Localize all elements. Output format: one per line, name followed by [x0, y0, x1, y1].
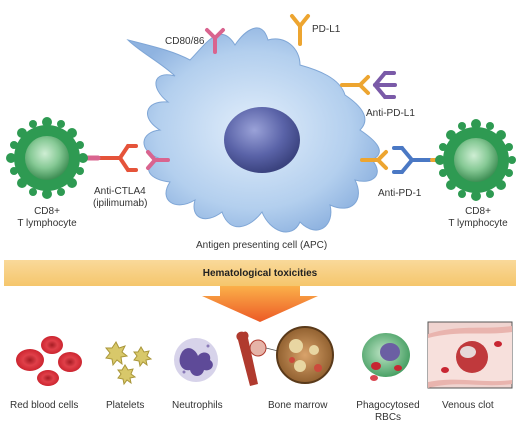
phagocytosed-rbcs-icon — [362, 333, 410, 381]
left-tcell-line2: T lymphocyte — [17, 218, 77, 229]
cd80-86-receptor — [205, 28, 225, 54]
platelets-label: Platelets — [106, 400, 145, 411]
anti-pd-l1-label: Anti-PD-L1 — [366, 108, 415, 119]
venous-clot-label: Venous clot — [442, 400, 494, 411]
cd80-86-label: CD80/86 — [165, 36, 205, 47]
venous-clot-icon — [427, 321, 513, 389]
anti-ctla4-sub-label: (ipilimumab) — [93, 198, 148, 209]
bone-marrow-icon — [236, 326, 334, 386]
cd80-86-receptor-left — [146, 150, 170, 170]
anti-ctla4-antibody — [98, 144, 138, 172]
down-arrow-icon — [202, 286, 318, 322]
platelets-icon — [104, 341, 153, 386]
neutrophils-label: Neutrophils — [172, 400, 223, 411]
rbc-label: Red blood cells — [10, 400, 79, 411]
pd-l1-label: PD-L1 — [312, 24, 341, 35]
anti-ctla4-label: Anti-CTLA4 — [94, 186, 146, 197]
t-lymphocyte-right — [435, 119, 516, 201]
right-tcell-label: CD8+ T lymphocyte — [440, 206, 516, 230]
phagocytosed-rbcs-label: Phagocytosed RBCs — [350, 400, 426, 424]
apc-nucleus — [224, 107, 300, 173]
anti-pd-l1-antibody — [373, 71, 397, 99]
apc-label: Antigen presenting cell (APC) — [196, 240, 328, 251]
bone-marrow-label: Bone marrow — [268, 400, 328, 411]
left-tcell-line1: CD8+ — [34, 206, 60, 217]
red-blood-cells-icon — [16, 336, 82, 386]
left-tcell-label: CD8+ T lymphocyte — [12, 206, 82, 230]
phagocytosed-line2: RBCs — [374, 412, 402, 423]
t-lymphocyte-left — [6, 117, 88, 199]
hematological-toxicities-band: Hematological toxicities — [4, 260, 516, 286]
right-tcell-line2: T lymphocyte — [448, 218, 508, 229]
pd-l1-receptor — [290, 14, 310, 46]
neutrophil-icon — [174, 338, 218, 382]
band-title: Hematological toxicities — [202, 267, 318, 279]
phagocytosed-line1: Phagocytosed — [356, 400, 420, 411]
anti-pd-1-antibody — [392, 146, 432, 174]
pd-l1-receptor-right — [340, 75, 370, 95]
right-tcell-line1: CD8+ — [465, 206, 491, 217]
anti-pd-1-label: Anti-PD-1 — [378, 188, 422, 199]
pd-l1-receptor-lower — [360, 150, 388, 170]
